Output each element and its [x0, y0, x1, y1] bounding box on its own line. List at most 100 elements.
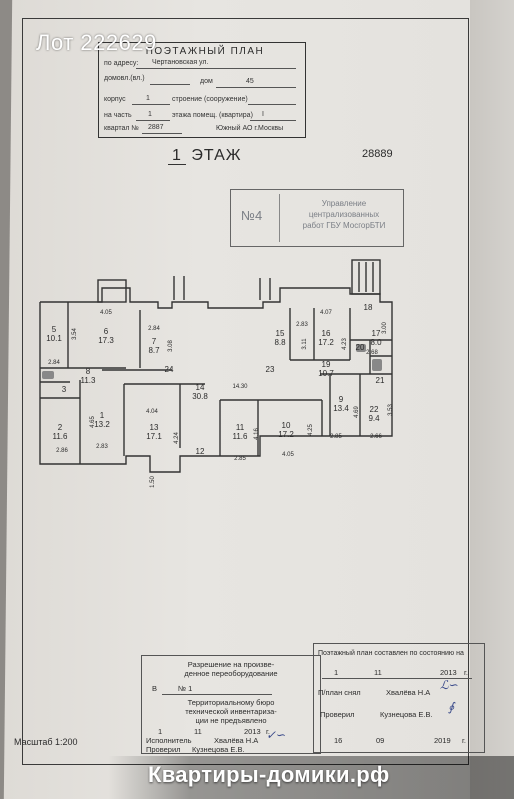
room-area: 13.4	[333, 404, 349, 413]
header-box	[98, 42, 306, 138]
redev-executor-name: Хвалёва Н.А	[214, 736, 259, 745]
floor-code: 28889	[362, 148, 393, 160]
plan-walls	[39, 259, 393, 473]
plan-status-stamp: Поэтажный план составлен по состоянию на…	[313, 643, 485, 753]
room-number: 12	[196, 447, 205, 456]
room-number: 5	[52, 325, 57, 334]
address-label: по адресу:	[104, 60, 139, 67]
dimension-label: 3.08	[168, 340, 174, 352]
plan-date-month: 11	[374, 668, 382, 677]
room-number: 8	[86, 367, 91, 376]
dom-value: 45	[246, 78, 254, 85]
redev-line4: № 1	[178, 684, 193, 693]
redev-date-day: 1	[158, 727, 163, 736]
room-area: 10.7	[318, 369, 334, 378]
dimension-label: 1.50	[150, 476, 156, 488]
bti-stamp: №4 Управление централизованных работ ГБУ…	[230, 189, 404, 247]
redev-date-year: 2013	[244, 727, 261, 736]
room-number: 2	[58, 423, 63, 432]
dimensions-layer: 4.052.843.543.082.842.833.114.074.233.00…	[48, 310, 394, 488]
dimension-label: 2.86	[56, 448, 68, 454]
redev-line3: В	[152, 684, 158, 693]
room-number: 15	[276, 329, 285, 338]
dimension-label: 4.07	[320, 310, 332, 316]
room-area: 8.7	[148, 346, 160, 355]
floor-label: ЭТАЖ	[191, 147, 242, 164]
room-area: 11.3	[81, 376, 97, 385]
bti-stamp-line: централизованных	[308, 210, 380, 219]
dimension-label: 4.24	[174, 432, 180, 444]
room-area: 17.2	[278, 430, 294, 439]
room-area: 11.6	[53, 432, 69, 441]
floor-number: 1	[168, 147, 186, 165]
room-number: 24	[165, 365, 174, 374]
room-number: 11	[236, 423, 245, 432]
room-number: 19	[322, 360, 331, 369]
dimension-label: 2.85	[234, 456, 246, 462]
part-value: 1	[148, 111, 152, 118]
redev-checked-label: Проверил	[146, 745, 181, 754]
dimension-label: 3.11	[302, 338, 308, 350]
dimension-label: 14.30	[232, 384, 248, 390]
bti-stamp-text: Управление централизованных работ ГБУ Мо…	[289, 198, 399, 231]
floor-title: 1 ЭТАЖ	[168, 147, 242, 165]
korpus-value: 1	[146, 95, 150, 102]
plan-copied-label: П/план снял	[318, 688, 361, 697]
room-area: 11.6	[233, 432, 249, 441]
address-value: Чертановская ул.	[152, 59, 209, 66]
redev-year-suffix: г.	[266, 727, 270, 736]
dimension-label: 4.16	[254, 428, 260, 440]
redev-line2: денное переоборудование	[184, 669, 278, 678]
redev-line1: Разрешение на произве-	[187, 660, 275, 669]
bti-stamp-number: №4	[241, 208, 263, 223]
room-number: 20	[356, 343, 365, 352]
plan-year-suffix: г.	[464, 668, 468, 677]
dimension-label: 4.65	[90, 416, 96, 428]
room-number: 1	[100, 411, 105, 420]
scale-label: Масштаб 1:200	[14, 737, 78, 747]
floor-room-value: I	[262, 111, 264, 118]
korpus-label: корпус	[104, 96, 126, 103]
signature-mark: ∮	[448, 700, 455, 714]
room-area: 9.4	[368, 414, 380, 423]
dimension-label: 2.83	[96, 444, 108, 450]
dimension-label: 4.23	[342, 338, 348, 350]
redev-line5: Территориальному бюро	[187, 698, 275, 707]
redev-line6: технической инвентариза-	[185, 707, 277, 716]
plan-date-day: 1	[334, 668, 339, 677]
stroenie-label: строение (сооружение)	[172, 96, 248, 103]
lot-watermark: Лот 222629	[36, 30, 157, 55]
room-area: 17.1	[146, 432, 162, 441]
plan-copied-name: Хвалёва Н.А	[386, 688, 431, 697]
plan-date-year: 2013	[440, 668, 457, 677]
dimension-label: 4.69	[354, 406, 360, 418]
room-number: 9	[339, 395, 344, 404]
dimension-label: 4.05	[100, 310, 112, 316]
room-number: 6	[104, 327, 109, 336]
room-area: 8.8	[274, 338, 286, 347]
room-number: 14	[196, 383, 205, 392]
dimension-label: 4.05	[282, 452, 294, 458]
plan-status-title: Поэтажный план составлен по состоянию на	[318, 650, 464, 657]
plan-checked-name: Кузнецова Е.В.	[380, 710, 433, 719]
dimension-label: 2.84	[48, 360, 60, 366]
paper-underlay	[470, 0, 514, 799]
page-frame	[22, 18, 469, 765]
room-area: 13.2	[94, 420, 110, 429]
room-number: 13	[150, 423, 159, 432]
kvartal-label: квартал №	[104, 125, 139, 132]
bti-stamp-line: Управление	[321, 199, 367, 208]
dimension-label: 2.85	[330, 434, 342, 440]
redev-checked-name: Кузнецова Е.В.	[192, 745, 245, 754]
dimension-label: 3.00	[382, 322, 388, 334]
room-number: 10	[282, 421, 291, 430]
redev-date-month: 11	[194, 727, 202, 736]
district: Южный АО г.Москвы	[216, 125, 284, 132]
part-label: на часть	[104, 112, 132, 119]
room-number: 22	[370, 405, 379, 414]
redev-line7: ции не предъявлено	[195, 716, 267, 725]
kvartal-value: 2887	[148, 124, 164, 131]
plan-date2-year: 2019	[434, 736, 451, 745]
